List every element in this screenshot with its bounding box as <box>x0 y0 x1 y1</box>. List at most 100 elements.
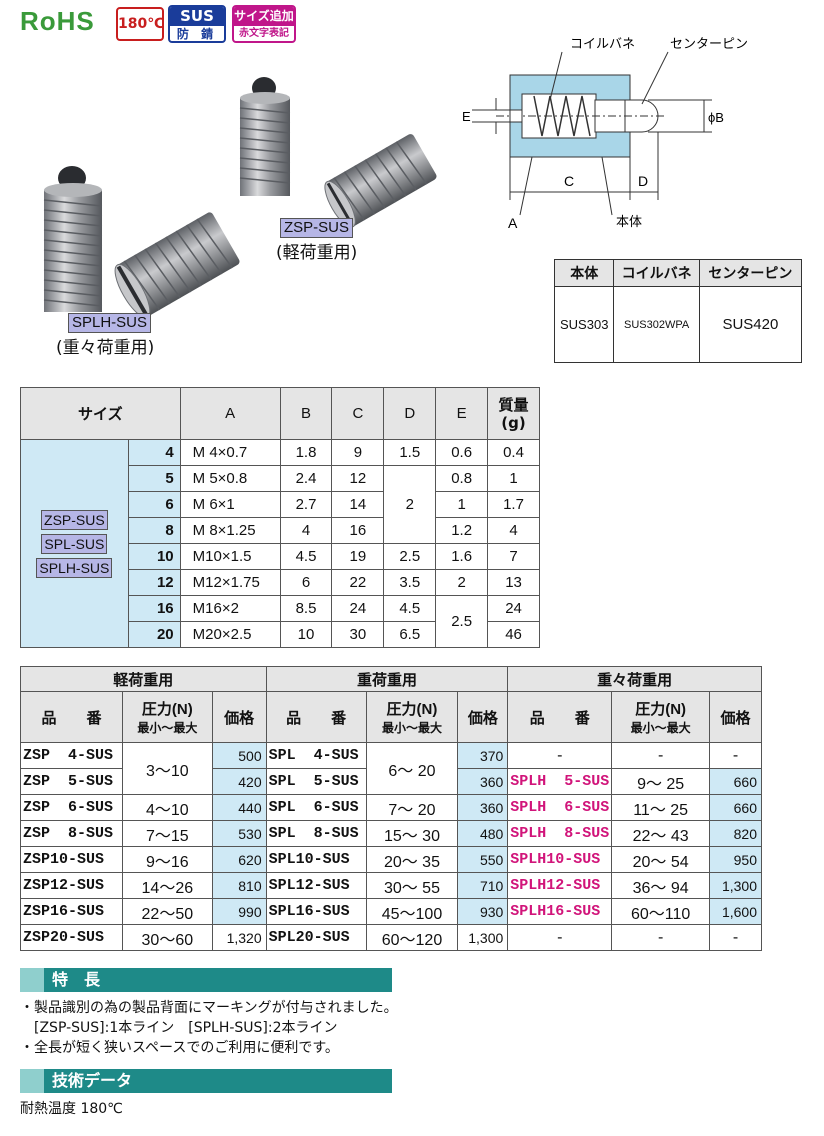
xheavy-force: 20～ 54 <box>611 846 710 873</box>
c-cell: 19 <box>331 543 385 570</box>
e-cell: 1.2 <box>435 517 489 544</box>
size-header: サイズ <box>20 387 181 440</box>
xheavy-force: 9～ 25 <box>611 768 710 795</box>
mass-unit: (g) <box>501 413 526 432</box>
b-cell: 2.4 <box>279 465 333 492</box>
xheavy-code: SPLH10-SUS <box>507 846 613 873</box>
price-header: 価格 <box>709 691 762 743</box>
xheavy-code: SPLH 8-SUS <box>507 820 613 847</box>
heavy-code: SPL 4-SUS <box>265 742 367 769</box>
dim-b-label: ϕB <box>708 110 724 125</box>
dim-c-label: C <box>564 173 574 189</box>
dim-d-label: D <box>638 173 648 189</box>
force-label: 圧力(N) <box>386 701 438 718</box>
mass-label: 質量 <box>498 395 529 414</box>
light-code: ZSP20-SUS <box>20 924 123 951</box>
force-header: 圧力(N)最小～最大 <box>121 691 213 743</box>
e-cell: 1 <box>435 491 489 518</box>
series-cell: ZSP-SUS SPL-SUS SPLH-SUS <box>20 439 129 648</box>
light-force: 7～15 <box>121 820 213 847</box>
c-header: C <box>331 387 385 440</box>
sus-badge-bottom: 防 錆 <box>176 27 218 41</box>
heavy-code: SPL 5-SUS <box>265 768 367 795</box>
mass-cell: 4 <box>487 517 540 544</box>
c-cell: 12 <box>331 465 385 492</box>
light-price: 810 <box>211 872 267 899</box>
c-cell: 16 <box>331 517 385 544</box>
series-tag: SPLH-SUS <box>36 557 113 578</box>
heavy-price: 710 <box>457 872 509 899</box>
tech-data-title: 技術データ <box>52 1071 133 1090</box>
sus-badge: SUS 防 錆 <box>168 5 226 43</box>
b-cell: 10 <box>279 621 333 648</box>
e-cell: 0.8 <box>435 465 489 492</box>
size-added-badge: サイズ追加 赤文字表記 <box>232 5 296 43</box>
xheavy-price: 820 <box>709 820 762 847</box>
code-header: 品 番 <box>507 691 613 743</box>
light-force: 14～26 <box>121 872 213 899</box>
light-code: ZSP 4-SUS <box>20 742 123 769</box>
a-cell: M10×1.5 <box>179 543 281 570</box>
mass-cell: 7 <box>487 543 540 570</box>
light-code: ZSP 6-SUS <box>20 794 123 821</box>
e-cell: 2.5 <box>435 595 489 648</box>
light-force: 22～50 <box>121 898 213 925</box>
mass-cell: 1.7 <box>487 491 540 518</box>
b-header: B <box>279 387 333 440</box>
heading-square-icon <box>20 1069 44 1093</box>
tech-data-heading: 技術データ <box>20 1069 392 1093</box>
b-cell: 1.8 <box>279 439 333 466</box>
mass-header: 質量 (g) <box>487 387 540 440</box>
material-header: センターピン <box>698 259 803 287</box>
material-value: SUS302WPA <box>613 286 700 363</box>
material-header: コイルバネ <box>613 259 700 287</box>
dimension-diagram: E C D ϕB コイルバネ センターピン A 本体 <box>462 37 748 231</box>
e-cell: 0.6 <box>435 439 489 466</box>
heavy-code: SPL20-SUS <box>265 924 367 951</box>
heavy-code: SPL12-SUS <box>265 872 367 899</box>
rohs-logo: RoHS <box>20 6 95 36</box>
heavy-price: 360 <box>457 794 509 821</box>
force-range-label: 最小～最大 <box>630 721 691 735</box>
heavy-force: 45～100 <box>365 898 459 925</box>
force-header: 圧力(N)最小～最大 <box>365 691 459 743</box>
body-label: 本体 <box>616 215 642 230</box>
zsp-photo-label: ZSP-SUS <box>280 218 354 238</box>
heavy-price: 550 <box>457 846 509 873</box>
product-photo <box>43 77 437 318</box>
b-cell: 4.5 <box>279 543 333 570</box>
price-header: 価格 <box>457 691 509 743</box>
c-cell: 24 <box>331 595 385 622</box>
size-badge-top: サイズ追加 <box>234 7 294 26</box>
mass-cell: 46 <box>487 621 540 648</box>
c-cell: 22 <box>331 569 385 596</box>
e-header: E <box>435 387 489 440</box>
size-badge-bottom: 赤文字表記 <box>239 28 289 39</box>
a-cell: M 6×1 <box>179 491 281 518</box>
code-header: 品 番 <box>20 691 123 743</box>
a-cell: M20×2.5 <box>179 621 281 648</box>
light-code: ZSP 8-SUS <box>20 820 123 847</box>
size-cell: 10 <box>127 543 181 570</box>
mass-cell: 0.4 <box>487 439 540 466</box>
size-table: サイズ A B C D E 質量 (g) ZSP-SUS SPL-SUS SPL… <box>20 387 540 648</box>
coil-spring-label: コイルバネ <box>570 37 635 52</box>
zsp-photo-caption: (軽荷重用) <box>276 243 358 263</box>
xheavy-price: - <box>709 924 762 951</box>
heat-resistance-text: 耐熱温度 180℃ <box>20 1101 123 1117</box>
heavy-price: 370 <box>457 742 509 769</box>
mass-cell: 24 <box>487 595 540 622</box>
heavy-code: SPL10-SUS <box>265 846 367 873</box>
c-cell: 9 <box>331 439 385 466</box>
heavy-force: 7～ 20 <box>365 794 459 821</box>
light-force: 4～10 <box>121 794 213 821</box>
price-table: 軽荷重用 重荷重用 重々荷重用 品 番 圧力(N)最小～最大 価格 品 番 圧力… <box>20 666 762 951</box>
light-price: 990 <box>211 898 267 925</box>
b-cell: 6 <box>279 569 333 596</box>
xheavy-code: - <box>507 924 613 951</box>
force-header: 圧力(N)最小～最大 <box>611 691 710 743</box>
light-load-group: 軽荷重用 <box>20 666 267 692</box>
a-cell: M12×1.75 <box>179 569 281 596</box>
feature-line: ・全長が短く狭いスペースでのご利用に便利です。 <box>20 1040 339 1056</box>
xheavy-price: 950 <box>709 846 762 873</box>
